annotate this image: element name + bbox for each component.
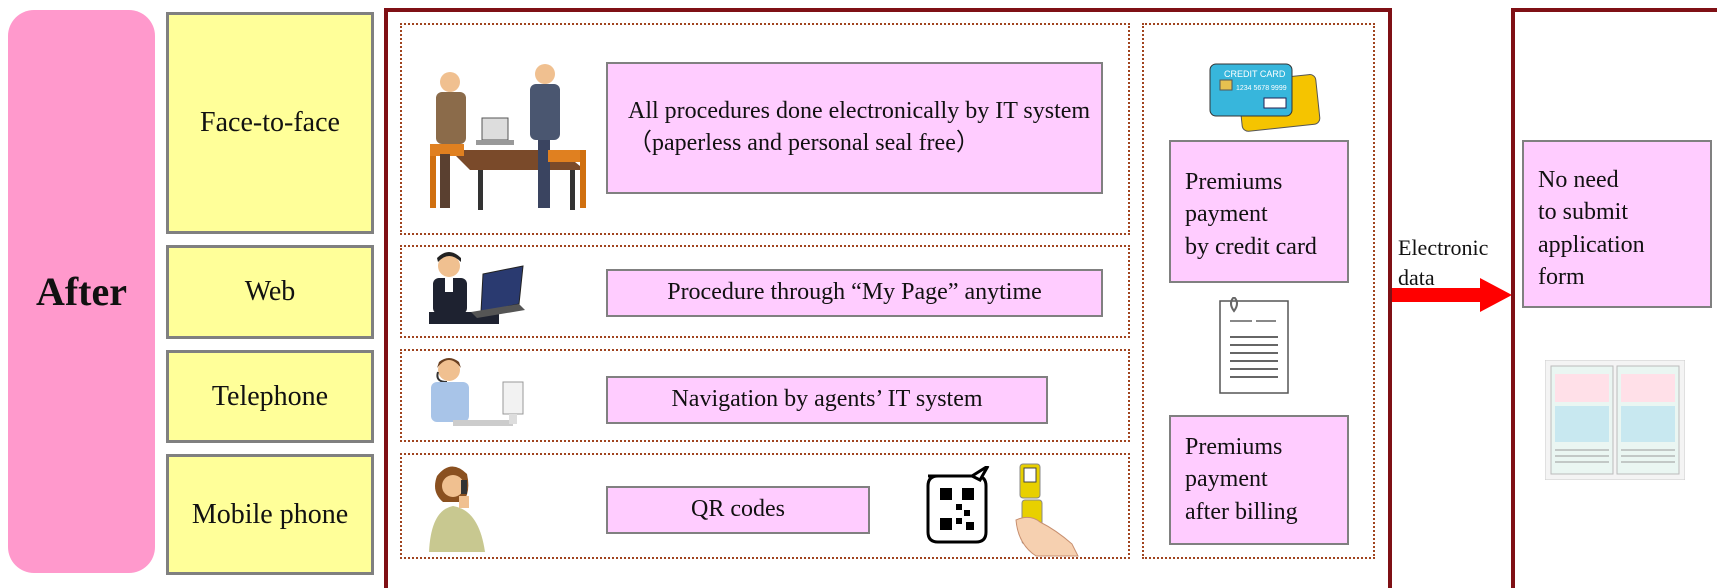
card-number-text: 1234 5678 9999 bbox=[1236, 85, 1287, 92]
procedure-electronic: All procedures done electronically by IT… bbox=[606, 62, 1103, 194]
row-telephone bbox=[400, 349, 1130, 442]
agent-illustration bbox=[431, 358, 524, 426]
result-line3: application bbox=[1538, 231, 1645, 258]
procedure-navigation: Navigation by agents’ IT system bbox=[606, 376, 1048, 424]
payment-card-line1: Premiums bbox=[1185, 169, 1283, 195]
after-label: After bbox=[8, 10, 155, 573]
channel-web: Web bbox=[166, 245, 374, 339]
credit-card-icon: CREDIT CARD 1234 5678 9999 bbox=[1209, 63, 1321, 132]
result-frame bbox=[1511, 8, 1717, 588]
electronic-data-arrow bbox=[1392, 278, 1512, 312]
channel-face-to-face: Face-to-face bbox=[166, 12, 374, 234]
electronic-data-label: Electronic data bbox=[1398, 233, 1488, 292]
result-line1: No need bbox=[1538, 167, 1619, 193]
payment-billing-line1: Premiums bbox=[1185, 434, 1283, 460]
qr-code-icon bbox=[926, 466, 990, 544]
application-form-thumbnail bbox=[1545, 360, 1685, 480]
no-application-box: No need to submit application form bbox=[1522, 140, 1712, 308]
document-icon bbox=[1219, 297, 1289, 394]
electronic-data-line1: Electronic bbox=[1398, 235, 1489, 260]
result-line2: to submit bbox=[1538, 199, 1629, 226]
mobile-phone-icon bbox=[1015, 463, 1079, 557]
payment-billing-box: Premiums payment after billing bbox=[1169, 415, 1349, 545]
credit-card-text: CREDIT CARD bbox=[1224, 69, 1286, 79]
electronic-data-line2: data bbox=[1398, 264, 1435, 290]
phone-user-illustration bbox=[429, 466, 485, 552]
row-face-to-face bbox=[400, 23, 1130, 235]
payment-billing-line3: after billing bbox=[1185, 498, 1298, 525]
procedure-qr-codes: QR codes bbox=[606, 486, 870, 534]
payment-billing-line2: payment bbox=[1185, 466, 1268, 493]
payment-column bbox=[1142, 23, 1375, 559]
channel-mobile-phone: Mobile phone bbox=[166, 454, 374, 575]
meeting-illustration bbox=[430, 64, 586, 210]
payment-credit-card-box: Premiums payment by credit card bbox=[1169, 140, 1349, 283]
procedure-my-page: Procedure through “My Page” anytime bbox=[606, 269, 1103, 317]
procedures-frame bbox=[384, 8, 1392, 588]
web-user-illustration bbox=[429, 252, 525, 324]
payment-card-line3: by credit card bbox=[1185, 233, 1317, 260]
result-line4: form bbox=[1538, 264, 1585, 291]
row-web bbox=[400, 245, 1130, 338]
payment-card-line2: payment bbox=[1185, 201, 1268, 228]
row-mobile bbox=[400, 453, 1130, 559]
channel-telephone: Telephone bbox=[166, 350, 374, 443]
